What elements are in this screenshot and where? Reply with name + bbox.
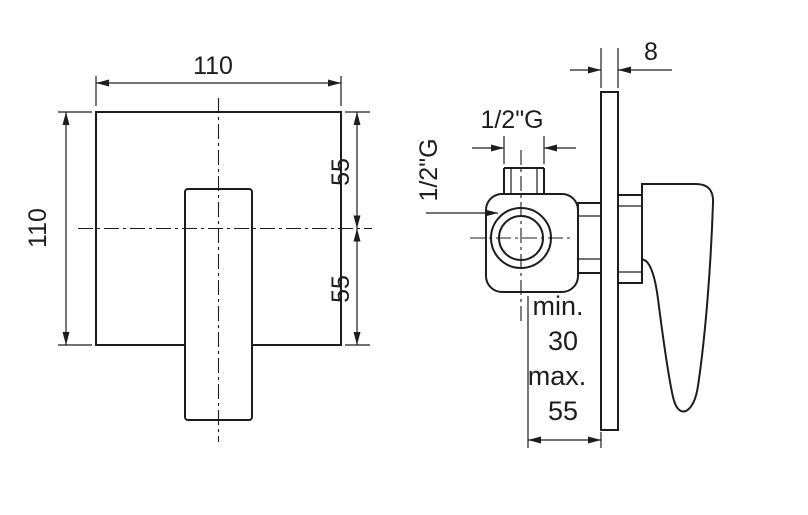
dim-front-height-label: 110 [24,208,52,248]
label-side-port: 1/2"G [415,138,498,217]
cartridge-outline [577,202,602,274]
dim-front-lower-half-label: 55 [327,275,355,303]
arrowhead [618,66,631,74]
dim-front-width: 110 [95,52,342,106]
depth-min-value: 30 [548,326,578,356]
depth-annotation: min. 30 max. 55 [528,291,587,426]
dim-front-width-label: 110 [193,52,233,80]
label-side-port-text: 1/2"G [415,138,443,201]
arrowhead [544,144,557,152]
handle-lever [641,183,715,413]
arrowhead [62,112,70,125]
arrowhead [353,112,361,125]
depth-min-label: min. [532,291,583,321]
front-view: 110 110 55 55 [24,52,372,442]
wall-plate [600,91,619,431]
top-port-stub [503,167,545,196]
handle-hub [617,194,643,284]
arrowhead [588,66,601,74]
arrowhead [485,209,498,217]
side-view: 8 1/2"G 1/2"G min. 30 max. 55 [415,38,715,448]
dim-top-port: 1/2"G [472,106,576,164]
arrowhead [353,215,361,229]
dim-plate-thickness: 8 [570,38,672,88]
arrowhead [588,436,601,444]
dim-front-upper-half-label: 55 [327,158,355,186]
depth-max-label: max. [528,361,587,391]
hub-outline [617,194,643,284]
arrowhead [528,436,541,444]
arrowhead [353,228,361,242]
dim-front-halves: 55 55 [327,111,370,346]
dim-front-height: 110 [24,111,92,346]
dim-top-port-label: 1/2"G [480,106,543,134]
arrowhead [96,79,109,87]
cartridge-housing [577,202,602,274]
arrowhead [62,332,70,345]
depth-max-value: 55 [548,396,578,426]
arrowhead [353,332,361,345]
dim-plate-thickness-label: 8 [644,38,658,66]
arrowhead [491,144,504,152]
arrowhead [328,79,341,87]
dim-depth [527,296,602,448]
